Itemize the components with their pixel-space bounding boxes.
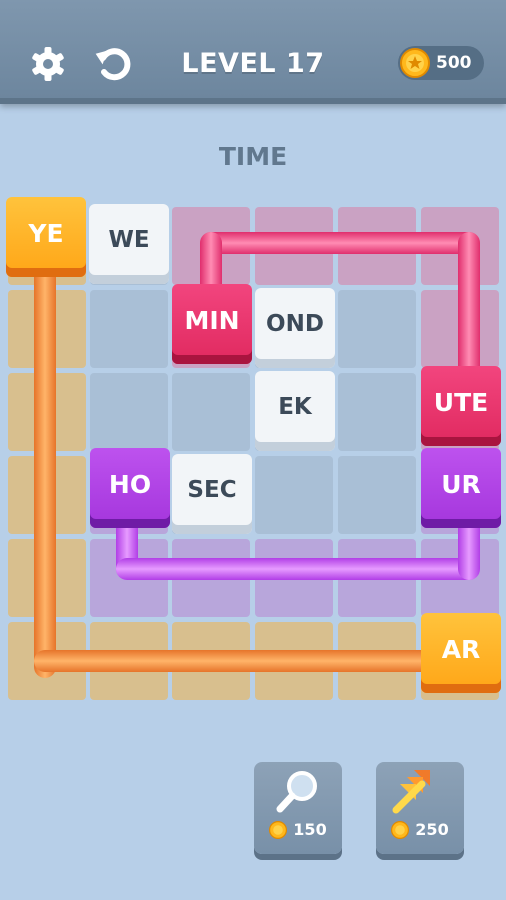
path-segment — [200, 232, 480, 254]
word-tile[interactable]: WE — [89, 204, 169, 284]
hint-cost: 150 — [254, 820, 342, 839]
top-bar: LEVEL 17 500 — [0, 0, 506, 98]
board-cell — [90, 290, 168, 368]
coin-amount: 500 — [436, 53, 472, 73]
word-tile[interactable]: YE — [6, 197, 86, 277]
path-segment — [116, 558, 480, 580]
path-segment — [34, 250, 56, 678]
word-tile[interactable]: OND — [255, 288, 335, 368]
category-title: TIME — [218, 142, 288, 171]
board-cell — [172, 373, 250, 451]
settings-button[interactable] — [28, 44, 68, 84]
word-tile[interactable]: AR — [421, 613, 501, 693]
word-tile[interactable]: MIN — [172, 284, 252, 364]
restart-icon — [95, 48, 131, 81]
board-cell — [255, 456, 333, 534]
gear-icon — [32, 47, 64, 81]
level-title: LEVEL 17 — [181, 48, 325, 79]
board-cell — [338, 290, 416, 368]
board-cell — [90, 373, 168, 451]
word-tile[interactable]: UTE — [421, 366, 501, 446]
word-tile[interactable]: EK — [255, 371, 335, 451]
magnifier-icon — [276, 771, 317, 813]
coin-balance: 500 — [398, 46, 484, 80]
word-tile[interactable]: UR — [421, 448, 501, 528]
coin-icon — [391, 820, 410, 839]
word-tile[interactable]: HO — [90, 448, 170, 528]
hint-button[interactable]: 150 — [254, 762, 342, 854]
coin-icon — [269, 820, 288, 839]
board-cell — [338, 373, 416, 451]
skip-cost: 250 — [376, 820, 464, 839]
word-tile[interactable]: SEC — [172, 454, 252, 534]
path-segment — [34, 650, 444, 672]
path-segment — [458, 232, 480, 402]
hint-cost-value: 150 — [293, 820, 327, 839]
skip-button[interactable]: 250 — [376, 762, 464, 854]
coin-icon — [400, 48, 430, 78]
skip-cost-value: 250 — [415, 820, 449, 839]
restart-button[interactable] — [94, 44, 134, 84]
arrows-icon — [392, 770, 430, 814]
board-cell — [338, 456, 416, 534]
